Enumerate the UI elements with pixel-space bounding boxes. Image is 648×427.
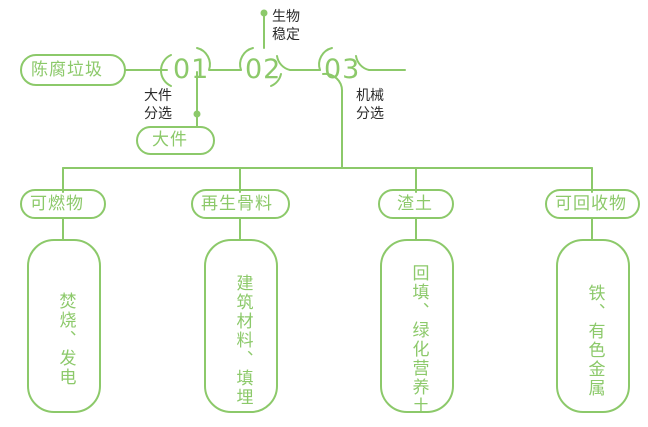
bulky-output-label: 大件 — [152, 130, 188, 150]
stage-01-process-label-line2: 分选 — [144, 105, 172, 122]
connector-03-to-bus — [322, 72, 344, 169]
bulky-output-shape[interactable] — [136, 126, 215, 155]
stage-number-03: 03 — [324, 54, 361, 85]
stage-01-right-arc — [196, 47, 242, 71]
stage-03-process-label: 机械 分选 — [356, 88, 406, 123]
stage-number-02: 02 — [245, 54, 282, 85]
stage-03-left-arc — [318, 47, 333, 71]
stage-01-process-label: 大件 分选 — [133, 88, 183, 123]
detail-text-2: 建筑材料、填埋 — [232, 273, 253, 407]
stage-02-process-label: 生物 稳定 — [272, 9, 322, 44]
detail-box-1[interactable] — [27, 239, 101, 413]
output-label-4: 可回收物 — [555, 194, 627, 214]
detail-text-4: 铁、有色金属 — [584, 283, 605, 398]
stage-02-left-arc — [239, 47, 254, 71]
stage-03-process-label-line2: 分选 — [356, 105, 384, 122]
stage-03-right-arc — [355, 55, 406, 71]
bio-branch-dot — [260, 9, 268, 17]
output-label-3: 渣土 — [397, 194, 433, 214]
output-label-2: 再生骨料 — [201, 194, 273, 214]
detail-box-3[interactable] — [380, 239, 454, 413]
detail-box-4[interactable] — [556, 239, 630, 413]
stage-01-left-arc — [159, 54, 172, 87]
output-label-1: 可燃物 — [30, 194, 84, 214]
stage-02-process-label-line1: 生物 — [272, 9, 300, 25]
flowchart-canvas: 陈腐垃圾 01 02 03 大件 分选 生物 稳定 机械 分选 大件 可燃物 再… — [20, 9, 640, 416]
stage-02-process-label-line2: 稳定 — [272, 26, 300, 43]
stage-02-right-lower-arc — [270, 73, 282, 87]
diagram-vector-layer — [20, 9, 640, 413]
detail-box-2[interactable] — [204, 239, 278, 413]
bulky-branch-dot — [193, 110, 201, 118]
root-node-label: 陈腐垃圾 — [31, 60, 103, 80]
stage-number-01: 01 — [173, 54, 210, 85]
detail-text-1: 焚烧、发电 — [55, 291, 76, 387]
stage-03-process-label-line1: 机械 — [356, 88, 384, 104]
stage-02-right-arc — [276, 55, 321, 71]
stage-01-process-label-line1: 大件 — [144, 88, 172, 104]
detail-text-3: 回填、绿化营养土 — [408, 263, 429, 416]
